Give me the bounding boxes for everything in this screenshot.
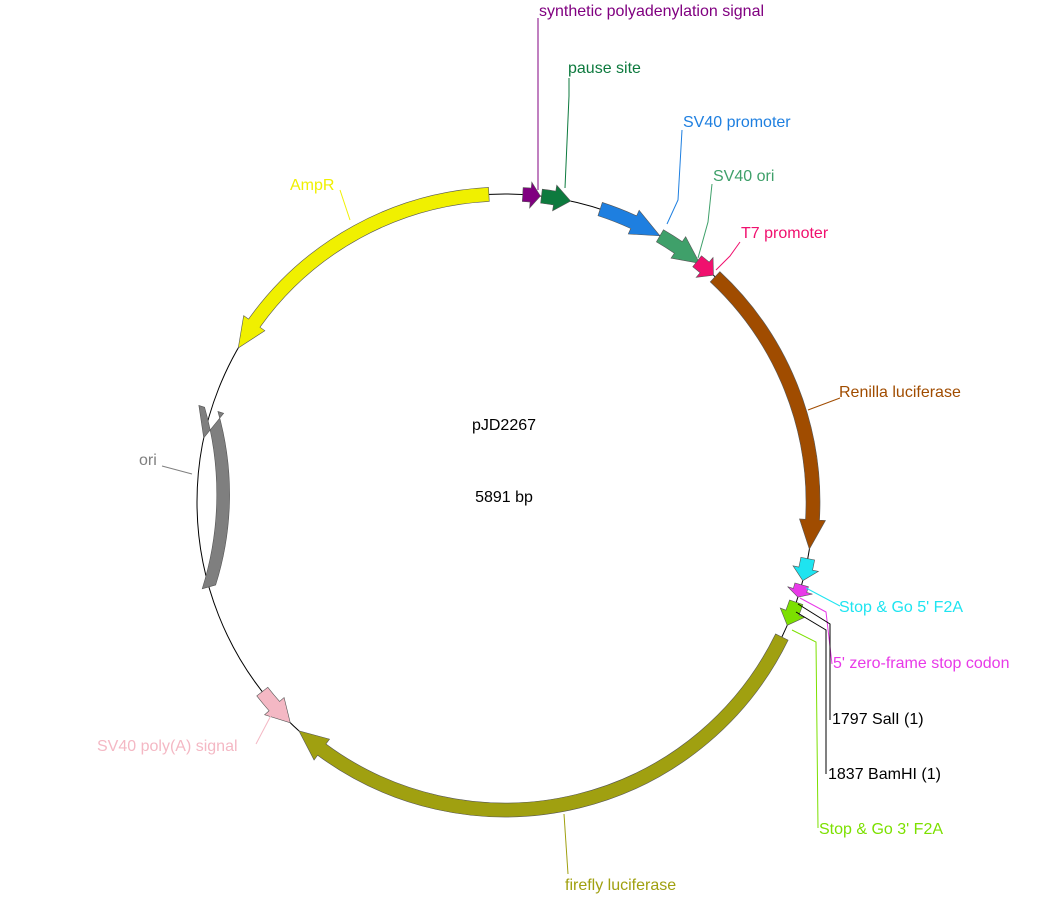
leader-stop-go-5-f2a [805, 587, 841, 607]
leader-sv40-promoter [666, 129, 683, 225]
leader-ampr [339, 189, 351, 221]
feature-sv40-promoter [597, 202, 661, 237]
label-firefly-luciferase: firefly luciferase [565, 877, 676, 894]
feature-firefly-luciferase [298, 633, 789, 818]
feature-sv40-ori [655, 229, 701, 264]
leader-sali [797, 603, 831, 720]
leader-sv40-ori [697, 183, 713, 259]
feature-sv40-polya-signal [256, 686, 291, 724]
feature-renilla-luciferase [709, 271, 826, 550]
leader-bamhi [795, 611, 827, 774]
label-synthetic-polyadenylation-signal: synthetic polyadenylation signal [539, 3, 764, 20]
label-t7-promoter: T7 promoter [741, 225, 829, 242]
label-sv40-ori: SV40 ori [713, 168, 774, 185]
label-ampr: AmpR [290, 177, 334, 194]
label-renilla-luciferase: Renilla luciferase [839, 384, 961, 401]
plasmid-size: 5891 bp [475, 489, 533, 506]
feature-t7-promoter [692, 255, 714, 278]
label-bamhi: 1837 BamHI (1) [828, 766, 941, 783]
label-sali: 1797 SalI (1) [832, 711, 924, 728]
label-sv40-polya-signal: SV40 poly(A) signal [97, 738, 238, 755]
label-zero-frame-stop-codon: 5' zero-frame stop codon [833, 655, 1009, 672]
leader-firefly-luciferase [563, 813, 569, 875]
label-ori: ori [139, 452, 157, 469]
leader-stop-go-3-f2a [791, 629, 819, 829]
label-sv40-promoter: SV40 promoter [683, 114, 791, 131]
feature-stop-go-5-f2a [792, 557, 820, 582]
plasmid-name: pJD2267 [472, 417, 536, 434]
leader-renilla-luciferase [807, 397, 841, 411]
leader-sv40-polya-signal [255, 705, 277, 745]
feature-synthetic-polyadenylation-signal [522, 181, 541, 209]
feature-ori [198, 405, 230, 590]
label-stop-go-3-f2a: Stop & Go 3' F2A [819, 821, 943, 838]
leader-ori [161, 465, 193, 475]
feature-zero-frame-stop-codon [787, 582, 813, 598]
leader-pause-site [564, 78, 570, 189]
feature-stop-go-3-f2a [779, 599, 806, 626]
label-stop-go-5-f2a: Stop & Go 5' F2A [839, 599, 963, 616]
label-pause-site: pause site [568, 60, 641, 77]
feature-ampr [237, 187, 490, 349]
leader-t7-promoter [715, 241, 741, 271]
feature-pause-site [540, 184, 572, 212]
